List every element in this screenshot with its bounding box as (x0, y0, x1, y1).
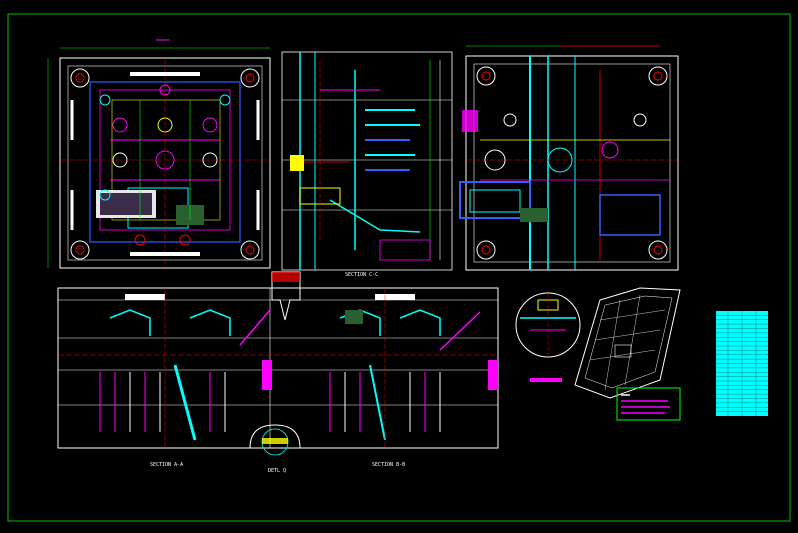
plan-view-left (47, 39, 271, 269)
parts-list-table (716, 311, 768, 416)
detail-q-label: DETL Q (268, 468, 286, 474)
notes-box (616, 387, 681, 421)
sheet-border (7, 13, 791, 522)
section-aa-label: SECTION A-A (150, 462, 183, 468)
plan-view-right (459, 45, 679, 271)
section-view-cc: SECTION C-C (281, 51, 453, 278)
section-view-aa-bb: DETL Q SECTION A-A SECTION B-B (57, 271, 499, 474)
section-bb-label: SECTION B-B (372, 462, 405, 468)
isometric-part-view (574, 287, 681, 399)
detail-circle-view (515, 292, 581, 382)
section-cc-label: SECTION C-C (345, 272, 378, 278)
